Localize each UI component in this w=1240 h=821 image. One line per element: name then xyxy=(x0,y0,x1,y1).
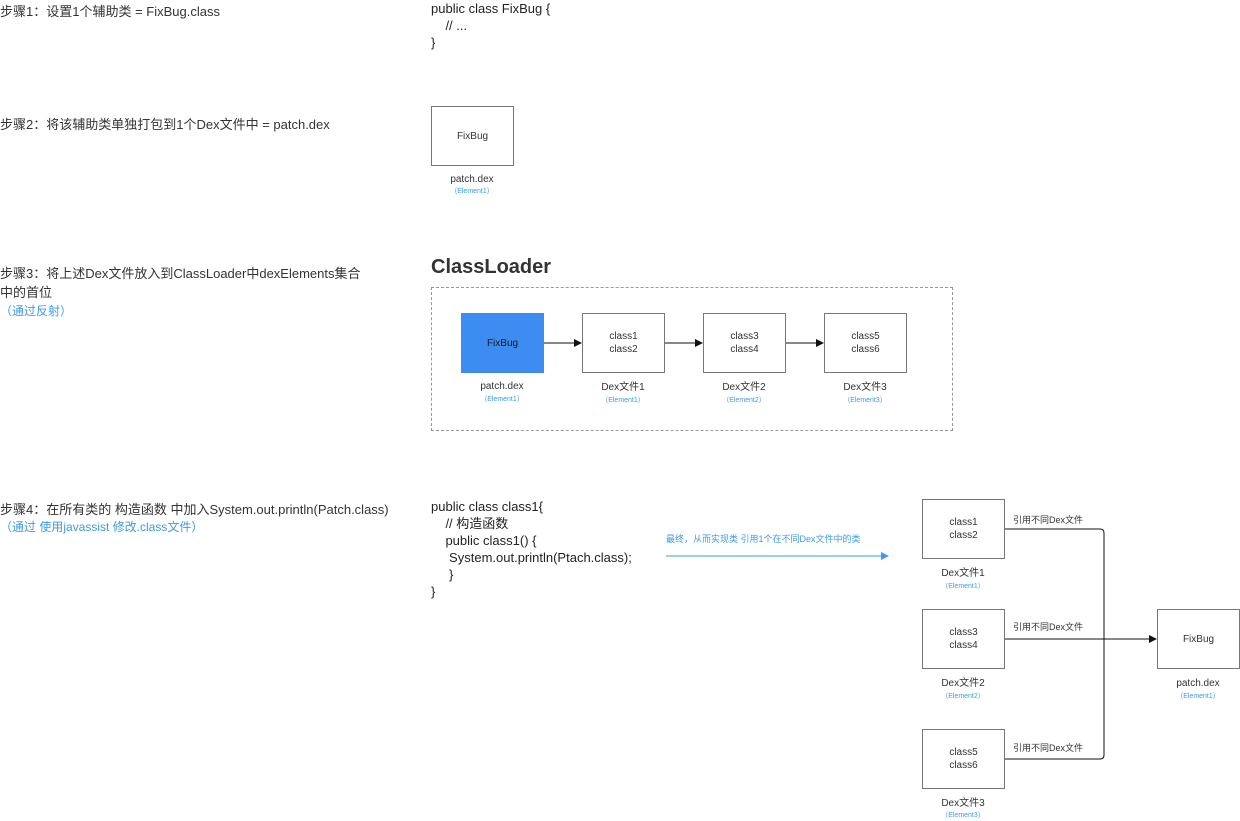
patch-dex-label: patch.dex xyxy=(450,174,494,185)
code-line: public class class1{ xyxy=(431,499,543,514)
box-label: FixBug xyxy=(456,130,489,142)
cl-node-label: patch.dex xyxy=(480,381,524,392)
step2-text: 步骤2：将该辅助类单独打包到1个Dex文件中 = patch.dex xyxy=(0,117,330,132)
code-line: public class1() { xyxy=(431,533,537,548)
code-line: System.out.println(Ptach.class); xyxy=(431,550,632,565)
edge-dex3 xyxy=(1005,639,1105,760)
s4-node-sub: （Element3） xyxy=(941,812,985,819)
element-sub-label: （Element1） xyxy=(450,188,494,195)
classloader-title: ClassLoader xyxy=(431,256,552,278)
node-line1: class1 xyxy=(949,517,978,528)
code-line: // 构造函数 xyxy=(431,516,509,531)
classloader-container xyxy=(431,287,953,431)
cl-node-label: Dex文件3 xyxy=(843,382,887,393)
step3-note: （通过反射） xyxy=(0,304,73,318)
node-line1: class3 xyxy=(949,627,978,638)
node-line2: class6 xyxy=(851,344,880,355)
node-line2: class4 xyxy=(730,344,759,355)
code-line: } xyxy=(431,567,454,582)
edge-label: 引用不同Dex文件 xyxy=(1013,515,1084,525)
node-line1: class3 xyxy=(730,331,759,342)
node-line1: FixBug xyxy=(1182,633,1215,645)
s4-node-dex1: class1 class2 xyxy=(922,499,1005,559)
cl-node-sub: （Element1） xyxy=(480,396,524,403)
fixbug-box: FixBug xyxy=(431,106,514,166)
cl-node-dex1: class1 class2 xyxy=(582,313,665,373)
cl-node-sub: （Element2） xyxy=(722,397,766,404)
s4-node-label: Dex文件3 xyxy=(941,798,985,809)
code-block-class1: public class class1{ // 构造函数 public clas… xyxy=(431,498,632,600)
code-line: public class FixBug { xyxy=(431,1,551,16)
edge-label: 引用不同Dex文件 xyxy=(1013,622,1084,632)
node-line1: class1 xyxy=(609,331,638,342)
code-line: // ... xyxy=(431,18,468,33)
edge-label: 引用不同Dex文件 xyxy=(1013,743,1084,753)
s4-node-dex3: class5 class6 xyxy=(922,729,1005,789)
cl-node-label: Dex文件2 xyxy=(722,382,766,393)
node-line1: class5 xyxy=(851,331,880,342)
step3-text-line2: 中的首位 xyxy=(0,285,53,300)
node-line2: class4 xyxy=(949,640,978,651)
node-line2: class2 xyxy=(949,530,978,541)
node-line1: FixBug xyxy=(486,337,519,349)
s4-target-sub: （Element1） xyxy=(1176,693,1220,700)
cl-node-label: Dex文件1 xyxy=(601,382,645,393)
cl-node-fixbug: FixBug xyxy=(461,313,544,373)
arrow-note: 最终，从而实现类 引用1个在不同Dex文件中的类 xyxy=(666,534,861,544)
step1-text: 步骤1：设置1个辅助类 = FixBug.class xyxy=(0,4,220,19)
node-line2: class2 xyxy=(609,344,638,355)
s4-node-sub: （Element2） xyxy=(941,693,985,700)
s4-node-label: Dex文件1 xyxy=(941,568,985,579)
edge-dex1 xyxy=(1005,528,1105,639)
cl-node-sub: （Element3） xyxy=(843,397,887,404)
step3-text-line1: 步骤3：将上述Dex文件放入到ClassLoader中dexElements集合 xyxy=(0,266,361,281)
step4-note: （通过 使用javassist 修改.class文件） xyxy=(0,520,204,534)
s4-node-sub: （Element1） xyxy=(941,583,985,590)
node-line1: class5 xyxy=(949,747,978,758)
code-line: } xyxy=(431,35,436,50)
code-block-fixbug: public class FixBug { // ... } xyxy=(431,0,550,51)
s4-node-label: Dex文件2 xyxy=(941,678,985,689)
node-line2: class6 xyxy=(949,760,978,771)
step4-text: 步骤4：在所有类的 构造函数 中加入System.out.println(Pat… xyxy=(0,502,389,517)
s4-target-fixbug: FixBug xyxy=(1157,609,1240,669)
s4-target-label: patch.dex xyxy=(1176,678,1220,689)
code-line: } xyxy=(431,584,436,599)
cl-node-dex3: class5 class6 xyxy=(824,313,907,373)
cl-node-dex2: class3 class4 xyxy=(703,313,786,373)
s4-node-dex2: class3 class4 xyxy=(922,609,1005,669)
cl-node-sub: （Element1） xyxy=(601,397,645,404)
